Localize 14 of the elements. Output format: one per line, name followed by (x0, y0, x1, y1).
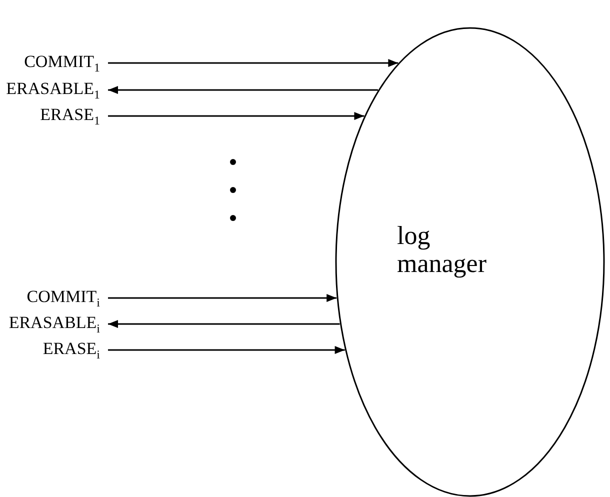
arrow (108, 294, 337, 302)
signal-label: ERASABLE$_{i}$ (8, 312, 100, 340)
signal-label: ERASE$_{i}$ (42, 338, 100, 366)
arrow (108, 320, 340, 328)
signal-label: COMMIT$_{i}$ (26, 286, 100, 314)
arrow (108, 86, 378, 94)
signal-label: COMMIT$_{1}$ (24, 51, 100, 78)
ellipse-node (335, 27, 605, 497)
signal-label: ERASABLE$_{1}$ (6, 78, 100, 106)
arrow (108, 346, 345, 354)
arrow (108, 59, 398, 67)
signal-label: ERASE$_{1}$ (40, 104, 100, 132)
node-label: log manager (397, 222, 488, 278)
arrow (108, 112, 364, 120)
